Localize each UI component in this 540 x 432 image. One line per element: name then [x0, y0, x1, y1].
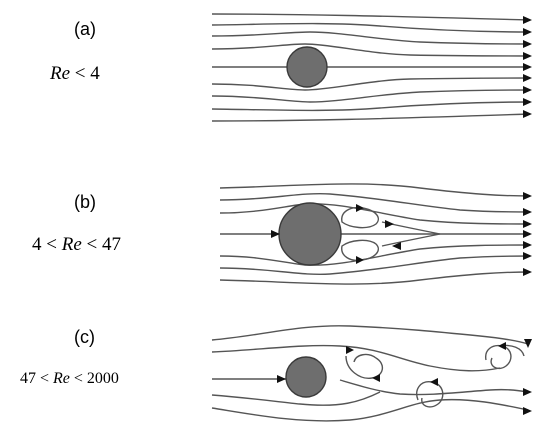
- panel-label-a: (a): [74, 19, 96, 39]
- arrow-a-3: [523, 40, 532, 48]
- streamline-a-5: [211, 77, 531, 91]
- streamline-a-4: [211, 43, 531, 57]
- streamline-a-2: [211, 22, 531, 33]
- arrow-c-out-2: [523, 388, 532, 396]
- streamline-c-4: [211, 398, 529, 422]
- arrow-b-out-1: [523, 192, 532, 200]
- regime-c-suffix: < 2000: [69, 370, 119, 387]
- flow-b: [219, 183, 532, 285]
- arrow-c-out-3: [523, 407, 532, 415]
- flow-a: [211, 13, 532, 122]
- arrow-a-6: [523, 74, 532, 82]
- arrow-b-out-7: [523, 268, 532, 276]
- regime-b-prefix: 4 <: [32, 234, 62, 255]
- regime-c-prefix: 47 <: [20, 370, 54, 387]
- arrow-a-8: [523, 98, 532, 106]
- regime-a-re: Re: [50, 63, 71, 84]
- streamline-b-1: [219, 183, 531, 197]
- cylinder-a: [286, 46, 328, 88]
- arrow-b-vortex-lower: [356, 256, 364, 264]
- panel-c: (c) 47 < Re < 2000: [0, 314, 540, 432]
- arrow-a-2: [523, 28, 532, 36]
- arrow-b-wake-upper: [385, 220, 394, 228]
- vortex-b-upper: [341, 206, 380, 229]
- streamline-a-6: [211, 89, 531, 103]
- streamline-c-1: [211, 325, 529, 345]
- streamline-a-1: [211, 13, 531, 21]
- regime-b-re: Re: [61, 234, 82, 255]
- vortex-b-lower: [341, 239, 380, 262]
- arrow-b-inflow: [271, 230, 280, 238]
- arrow-c-out-1: [524, 339, 532, 348]
- arrow-a-9: [523, 110, 532, 118]
- arrow-b-out-2: [523, 208, 532, 216]
- panel-a: (a) Re < 4: [0, 0, 540, 138]
- panel-b: (b) 4 < Re < 47: [0, 172, 540, 300]
- vortex-c-2: [416, 381, 444, 408]
- arrow-b-wake-lower: [392, 242, 401, 250]
- regime-label-b: 4 < Re < 47: [32, 234, 121, 256]
- streamline-b-5: [219, 255, 531, 276]
- arrow-c-vortex-2: [430, 378, 438, 386]
- streamline-c-3: [211, 391, 381, 406]
- regime-c-re: Re: [53, 370, 70, 387]
- regime-label-a: Re < 4: [50, 63, 100, 85]
- streamline-c-2: [211, 344, 501, 372]
- arrow-a-1: [523, 16, 532, 24]
- arrow-b-out-4: [523, 230, 532, 238]
- streamline-a-7: [211, 101, 531, 112]
- arrow-b-out-3: [523, 220, 532, 228]
- wake-b-closure: [381, 221, 441, 247]
- arrow-c-vortex-1b: [372, 374, 380, 382]
- arrow-a-4: [523, 52, 532, 60]
- arrow-c-vortex-1a: [346, 346, 354, 354]
- streamline-b-6: [219, 271, 531, 285]
- cylinder-c: [285, 356, 327, 398]
- arrow-b-out-6: [523, 252, 532, 260]
- regime-a-suffix: < 4: [70, 63, 100, 84]
- regime-label-c: 47 < Re < 2000: [20, 370, 119, 388]
- vortex-c-3: [485, 344, 512, 370]
- arrow-a-5: [523, 63, 532, 71]
- vortex-c-1: [345, 353, 383, 379]
- panel-label-b: (b): [74, 192, 96, 212]
- arrow-b-out-5: [523, 241, 532, 249]
- arrow-c-vortex-3: [498, 342, 506, 350]
- streamline-b-2: [219, 192, 531, 213]
- streamline-a-3: [211, 31, 531, 45]
- arrow-a-7: [523, 86, 532, 94]
- streamline-a-8: [211, 113, 531, 122]
- streamline-b-3: [219, 203, 531, 225]
- flow-c: [211, 325, 532, 422]
- arrow-c-inflow: [277, 375, 286, 383]
- regime-b-suffix: < 47: [81, 234, 121, 255]
- arrow-b-vortex-upper: [356, 204, 364, 212]
- cylinder-b: [278, 202, 342, 266]
- panel-label-c: (c): [74, 327, 95, 347]
- streamline-c-5: [339, 379, 529, 396]
